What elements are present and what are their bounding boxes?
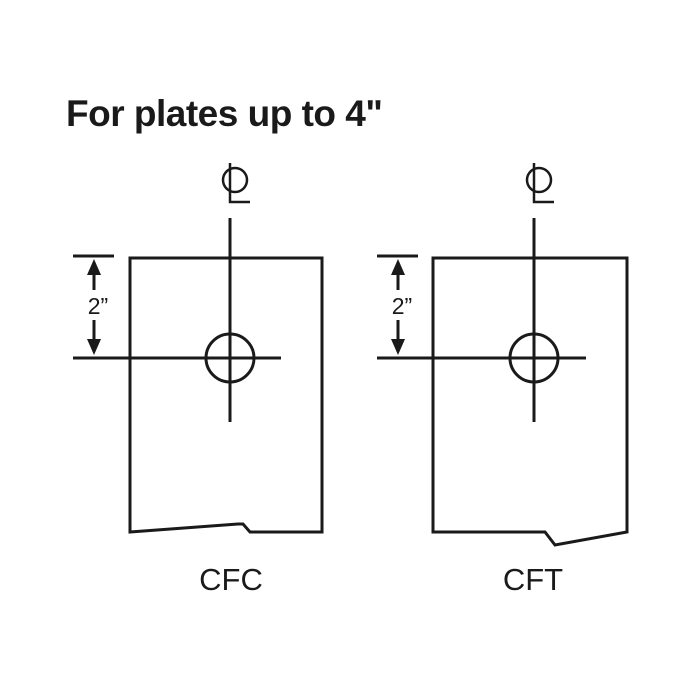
cfc-hole [204, 332, 256, 384]
page-title: For plates up to 4" [66, 93, 383, 134]
cfc-plate-outline [128, 256, 324, 534]
cft-label: CFT [503, 562, 563, 597]
cft-panel [377, 163, 629, 547]
cft-dimension-label: 2” [392, 293, 412, 319]
cft-dimension-marker [377, 254, 418, 355]
cft-hole [508, 332, 560, 384]
cfc-panel [73, 163, 324, 534]
cfc-dimension-label: 2” [88, 293, 108, 319]
cfc-label: CFC [199, 562, 263, 597]
cfc-centerline-symbol [221, 163, 250, 204]
cfc-dimension-marker [73, 254, 114, 355]
cft-plate-outline [431, 256, 629, 547]
cft-centerline-symbol [525, 163, 554, 204]
